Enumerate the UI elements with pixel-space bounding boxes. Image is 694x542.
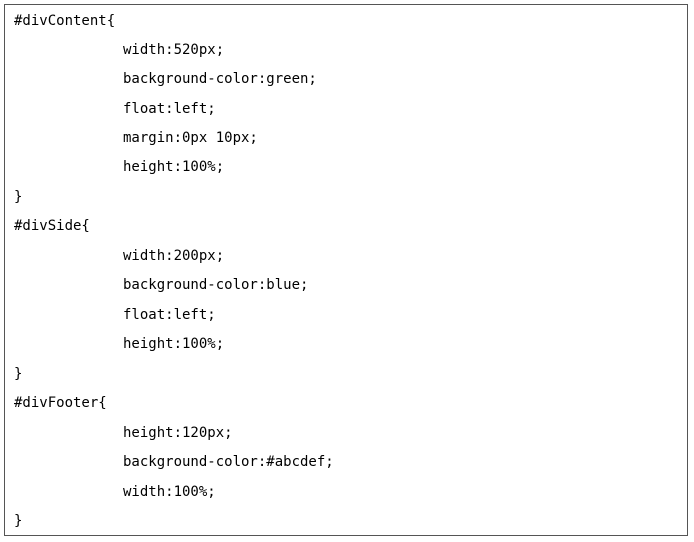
code-line: } (14, 189, 23, 205)
code-line: width:520px; (123, 42, 225, 58)
code-line: } (14, 366, 23, 382)
code-line: height:120px; (123, 425, 233, 441)
code-line: } (14, 513, 23, 529)
code-line: float:left; (123, 307, 216, 323)
code-line: #divSide{ (14, 218, 90, 234)
code-line: #divFooter{ (14, 395, 107, 411)
code-block: #divContent{ width:520px; background-col… (4, 4, 688, 536)
code-line: background-color:green; (123, 71, 317, 87)
code-line: height:100%; (123, 336, 225, 352)
code-line: width:200px; (123, 248, 225, 264)
code-line: width:100%; (123, 484, 216, 500)
code-line: float:left; (123, 101, 216, 117)
code-line: margin:0px 10px; (123, 130, 258, 146)
code-line: background-color:#abcdef; (123, 454, 334, 470)
code-line: background-color:blue; (123, 277, 309, 293)
code-line: #divContent{ (14, 13, 116, 29)
code-line: height:100%; (123, 159, 225, 175)
